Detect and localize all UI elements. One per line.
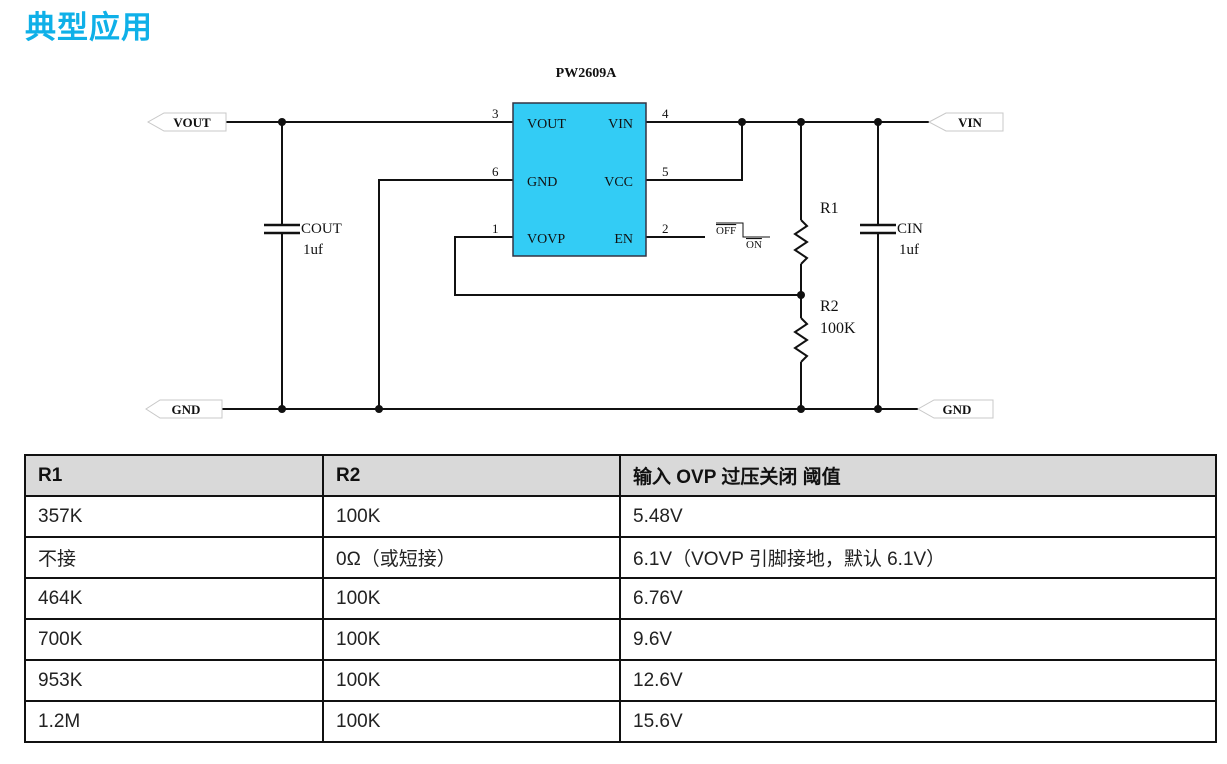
port-gnd-left [145,399,223,419]
pin-label-vcc: VCC [604,175,633,190]
cell-threshold: 6.76V [619,577,1217,620]
junction-dot [278,118,286,126]
junction-dot [797,291,805,299]
ic-body [512,102,647,257]
schematic-diagram: PW2609A VOUT GND VOVP VIN VCC EN 3 6 1 4… [145,66,1004,419]
pin-label-vin: VIN [608,117,633,132]
pin-number-2: 2 [662,221,669,236]
cell-r2: 100K [322,618,621,661]
r2-value: 100K [820,320,856,337]
cell-r2: 100K [322,577,621,620]
table-row: 357K 100K 5.48V [24,495,1217,538]
cell-r2: 100K [322,700,621,743]
cell-threshold: 5.48V [619,495,1217,538]
port-label-vout: VOUT [173,115,211,130]
cell-r1: 不接 [24,536,324,579]
table-row: 1.2M 100K 15.6V [24,700,1217,743]
junction-dot [874,405,882,413]
port-vout [146,112,227,132]
table-row: 700K 100K 9.6V [24,618,1217,661]
port-label-vin: VIN [958,115,982,130]
header-ovp-threshold: 输入 OVP 过压关闭 阈值 [619,454,1217,497]
cell-r2: 100K [322,659,621,702]
cin-value: 1uf [899,242,919,258]
junction-dot [797,118,805,126]
junction-dot [797,405,805,413]
cout-value: 1uf [303,242,323,258]
resistor-r1 [793,219,809,265]
switch-on-label: ON [746,239,762,251]
r2-name: R2 [820,298,839,315]
pin-number-4: 4 [662,106,669,121]
switch-step-line [716,222,770,238]
junction-dot [874,118,882,126]
cell-r1: 357K [24,495,324,538]
table-header-row: R1 R2 输入 OVP 过压关闭 阈值 [24,454,1217,497]
header-r1: R1 [24,454,324,497]
cell-threshold: 9.6V [619,618,1217,661]
port-label-gnd-right: GND [943,402,972,417]
header-r2: R2 [322,454,621,497]
cell-r1: 1.2M [24,700,324,743]
cell-r2: 100K [322,495,621,538]
table-row: 464K 100K 6.76V [24,577,1217,620]
table-row: 953K 100K 12.6V [24,659,1217,702]
cout-name: COUT [301,221,342,237]
pin-number-1: 1 [492,221,499,236]
cell-threshold: 15.6V [619,700,1217,743]
section-title: 典型应用 [25,10,153,46]
switch-off-label: OFF [716,225,736,237]
resistor-r2 [793,317,809,363]
port-gnd-right [916,399,994,419]
cell-threshold: 6.1V（VOVP 引脚接地，默认 6.1V） [619,536,1217,579]
cin-name: CIN [897,221,923,237]
port-label-gnd-left: GND [172,402,201,417]
port-vin [927,112,1004,132]
pin-label-vovp: VOVP [527,232,565,247]
table-row: 不接 0Ω（或短接） 6.1V（VOVP 引脚接地，默认 6.1V） [24,536,1217,579]
cell-r2: 0Ω（或短接） [322,536,621,579]
wire-vcc [646,122,743,181]
r1-name: R1 [820,200,839,217]
ic-name: PW2609A [556,66,618,81]
junction-dot [278,405,286,413]
pin-label-vout: VOUT [527,117,566,132]
cell-r1: 700K [24,618,324,661]
pin-number-6: 6 [492,164,499,179]
wire-gnd-pin [378,179,513,409]
pin-number-5: 5 [662,164,669,179]
pin-label-en: EN [614,232,633,247]
pin-number-3: 3 [492,106,499,121]
wire-vovp [454,236,801,296]
junction-dot [375,405,383,413]
cell-r1: 953K [24,659,324,702]
pin-label-gnd: GND [527,175,557,190]
ovp-threshold-table: R1 R2 输入 OVP 过压关闭 阈值 357K 100K 5.48V 不接 … [24,454,1217,743]
cell-threshold: 12.6V [619,659,1217,702]
junction-dot [738,118,746,126]
cell-r1: 464K [24,577,324,620]
